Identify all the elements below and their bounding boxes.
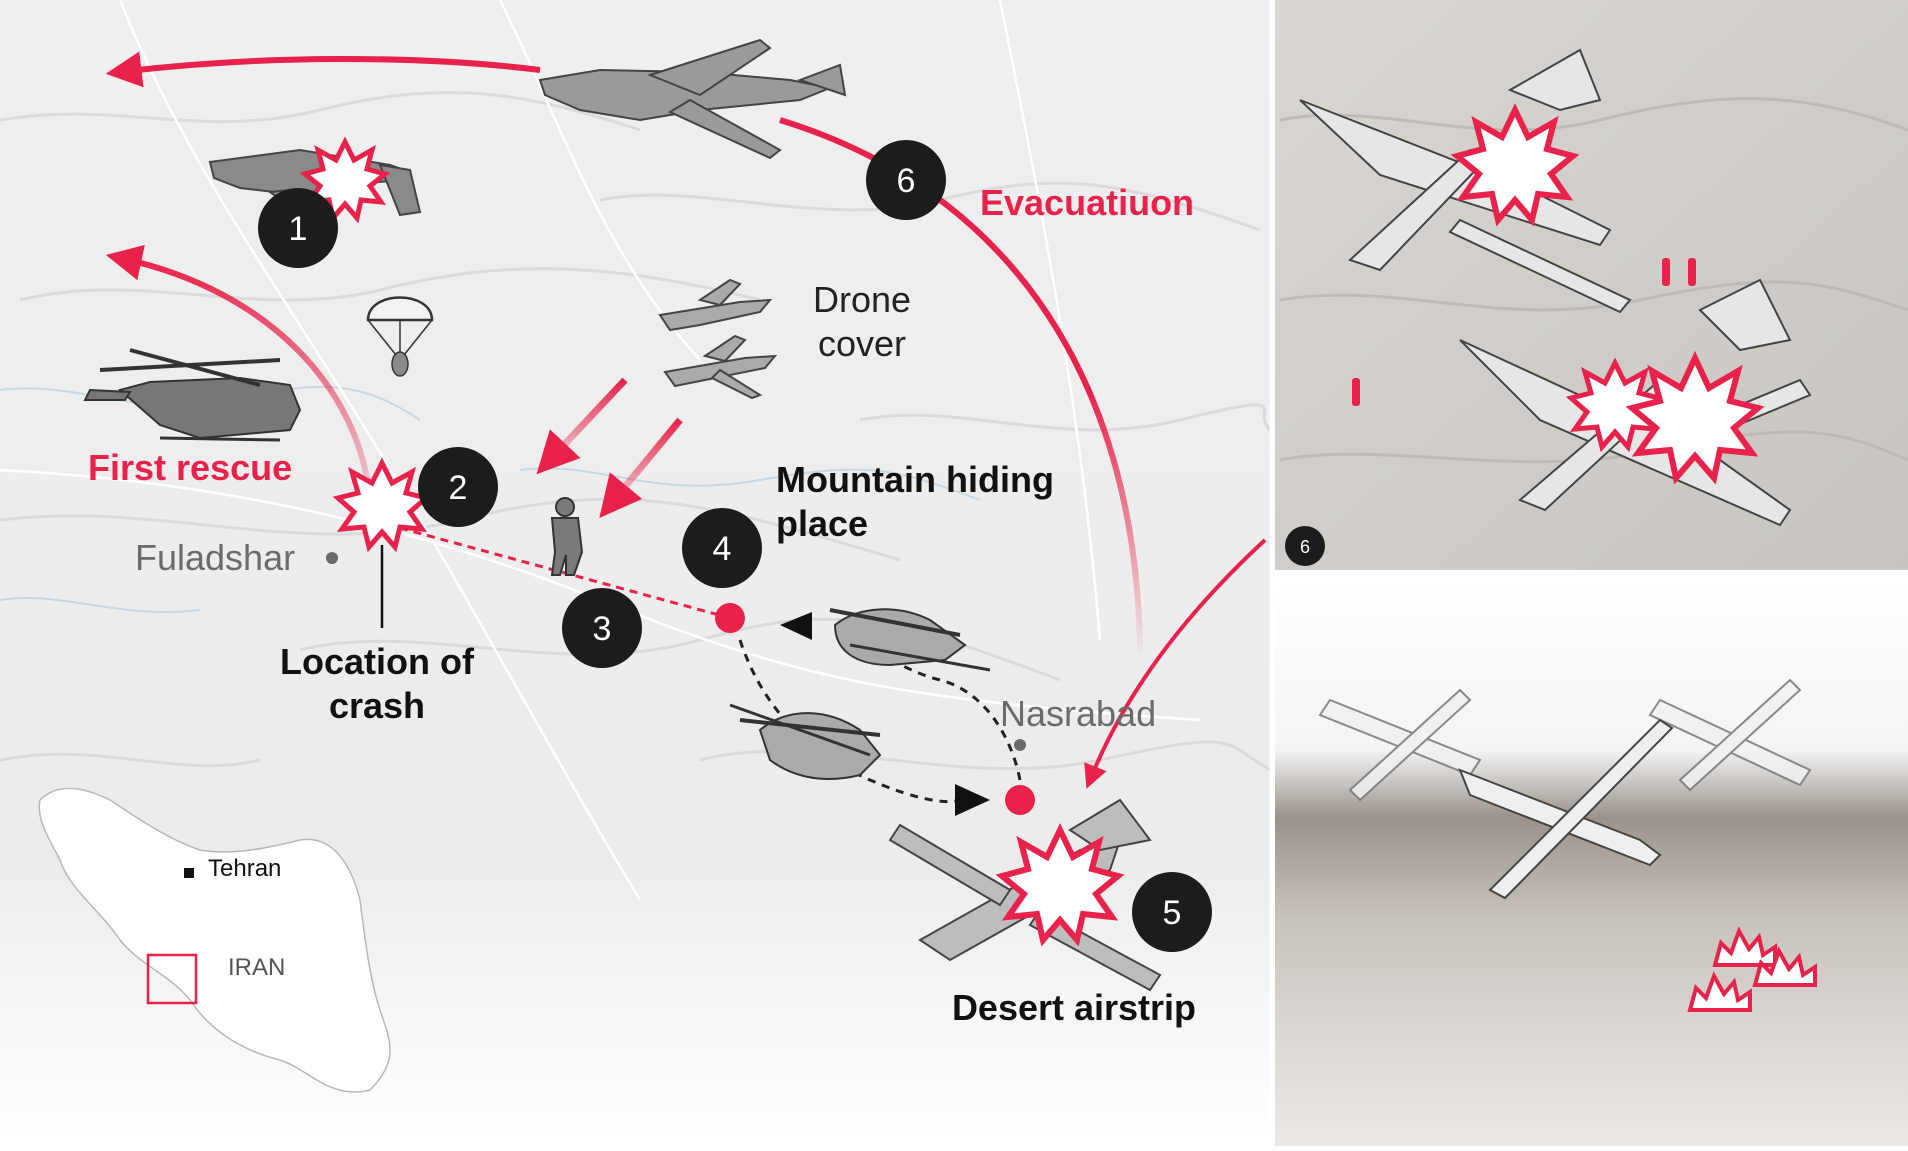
fuladshar-label: Fuladshar [135, 537, 295, 578]
tehran-label: Tehran [208, 855, 281, 882]
helicopter-icon [829, 608, 991, 672]
inset-step-number: 6 [1300, 537, 1310, 557]
drone-cover-arrows [536, 377, 683, 518]
iran-label: IRAN [228, 954, 285, 981]
transport-plane-icon [538, 38, 847, 160]
first-rescue-label: First rescue [88, 447, 292, 488]
helicopter-arrow-right [955, 784, 990, 816]
nasrabad-label: Nasrabad [1000, 693, 1156, 734]
inset-panel-top: 6 [1275, 0, 1908, 570]
drone-cover-label-line1: Drone [813, 279, 911, 320]
svg-text:4: 4 [713, 530, 732, 568]
step-marker-6: 6 [866, 140, 946, 220]
evacuation-label: Evacuatiuon [980, 182, 1194, 223]
crash-label-line2: crash [329, 685, 425, 726]
drone-cover-label-line2: cover [818, 323, 906, 364]
mountain-label-line2: place [776, 503, 868, 544]
inset-callout-arrow [1084, 538, 1267, 789]
step-marker-3: 3 [562, 588, 642, 668]
area-of-interest-box [146, 953, 198, 1005]
svg-text:1: 1 [289, 210, 308, 248]
step-marker-4: 4 [682, 508, 762, 588]
helicopter-route [738, 638, 1022, 804]
crash-label-line1: Location of [280, 641, 475, 682]
tehran-marker [184, 868, 194, 878]
locator-map: Tehran IRAN [38, 787, 391, 1093]
helicopter-icon [729, 703, 882, 781]
nasrabad-dot [1014, 739, 1026, 751]
soldier-icon [550, 497, 584, 576]
inset-panel-bottom [1275, 580, 1908, 1146]
explosion-icon [332, 457, 432, 553]
desert-airstrip-label: Desert airstrip [952, 987, 1196, 1028]
helicopter-arrow-left [780, 612, 812, 640]
hiding-point [715, 603, 745, 633]
step-marker-5: 5 [1132, 872, 1212, 952]
mountain-label-line1: Mountain hiding [776, 459, 1054, 500]
svg-text:5: 5 [1163, 894, 1182, 932]
svg-text:6: 6 [897, 162, 916, 200]
first-rescue-route [105, 244, 373, 501]
step-marker-1: 1 [258, 188, 338, 268]
svg-text:3: 3 [593, 610, 612, 648]
helicopter-icon [83, 348, 302, 442]
step-marker-2: 2 [418, 447, 498, 527]
drone-icon [658, 278, 778, 400]
svg-text:2: 2 [449, 469, 468, 507]
airstrip-point [1005, 785, 1035, 815]
iran-outline [38, 787, 391, 1093]
parachute-icon [366, 296, 434, 377]
fuladshar-dot [326, 552, 338, 564]
explosion-icon [995, 823, 1125, 947]
inset-step-marker [1285, 526, 1325, 566]
